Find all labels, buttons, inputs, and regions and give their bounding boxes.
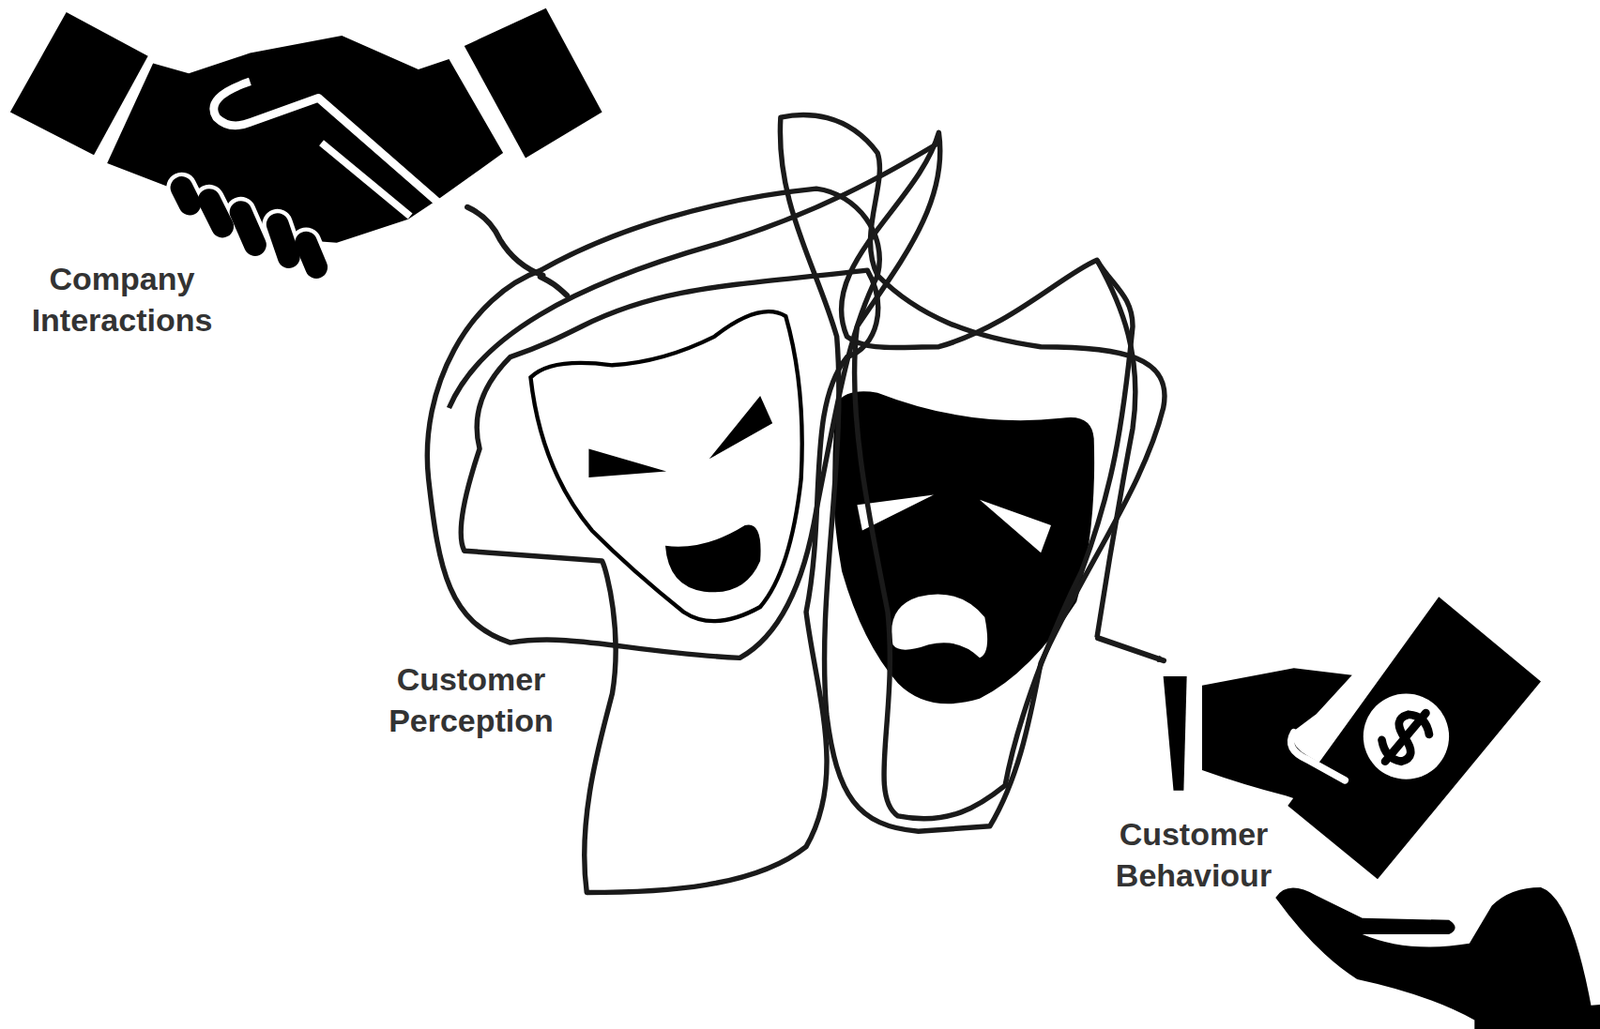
finger-outline [305,243,317,268]
mask-eye [709,396,773,459]
scribble-strand [448,142,1135,638]
mask-mouth [891,594,988,658]
hand-cuff [1474,1005,1600,1029]
scribble-loop [460,270,878,893]
receiving-hand [1275,887,1592,1021]
finger [305,243,317,268]
hand-cuff [1163,676,1188,792]
mask-mouth [665,524,762,593]
masks-icon-node: Customer Perception [520,295,1098,709]
dollar-curve [1376,708,1433,767]
finger-outline [241,212,256,245]
scribble-tail [467,207,543,276]
handshake-hands [106,35,503,244]
finger-outline [182,187,191,204]
scribble-loop [779,115,1165,833]
illustration-group [10,8,1600,1029]
connector-line [540,276,567,296]
finger-outline [209,199,223,227]
scribble-loop [840,132,1133,819]
finger [241,212,256,245]
tragedy-mask [832,391,1095,704]
finger-gap [321,142,412,216]
mask-eye [979,500,1052,554]
node-label: Company Interactions [0,258,244,341]
handshake-icon-node: Company Interactions [9,4,610,277]
node-label: Customer Perception [349,658,594,742]
coin-circle [1363,693,1449,779]
finger-outlines [182,187,318,268]
fingers [182,187,318,268]
tangled-scribble [426,115,1165,894]
dollar-bar [1385,713,1426,762]
money-hand-icon-node: Customer Behaviour [1163,596,1600,1029]
mask-eye [588,448,667,477]
dollar-symbol [1372,702,1439,773]
finger-outline [277,224,290,258]
banknote [1287,596,1541,880]
node-label: Customer Behaviour [1071,813,1316,897]
finger [209,199,223,227]
connector-line [1097,638,1164,661]
comedy-mask [530,311,802,622]
thumb-outline [1291,732,1346,781]
finger [182,187,191,204]
finger [277,224,290,258]
